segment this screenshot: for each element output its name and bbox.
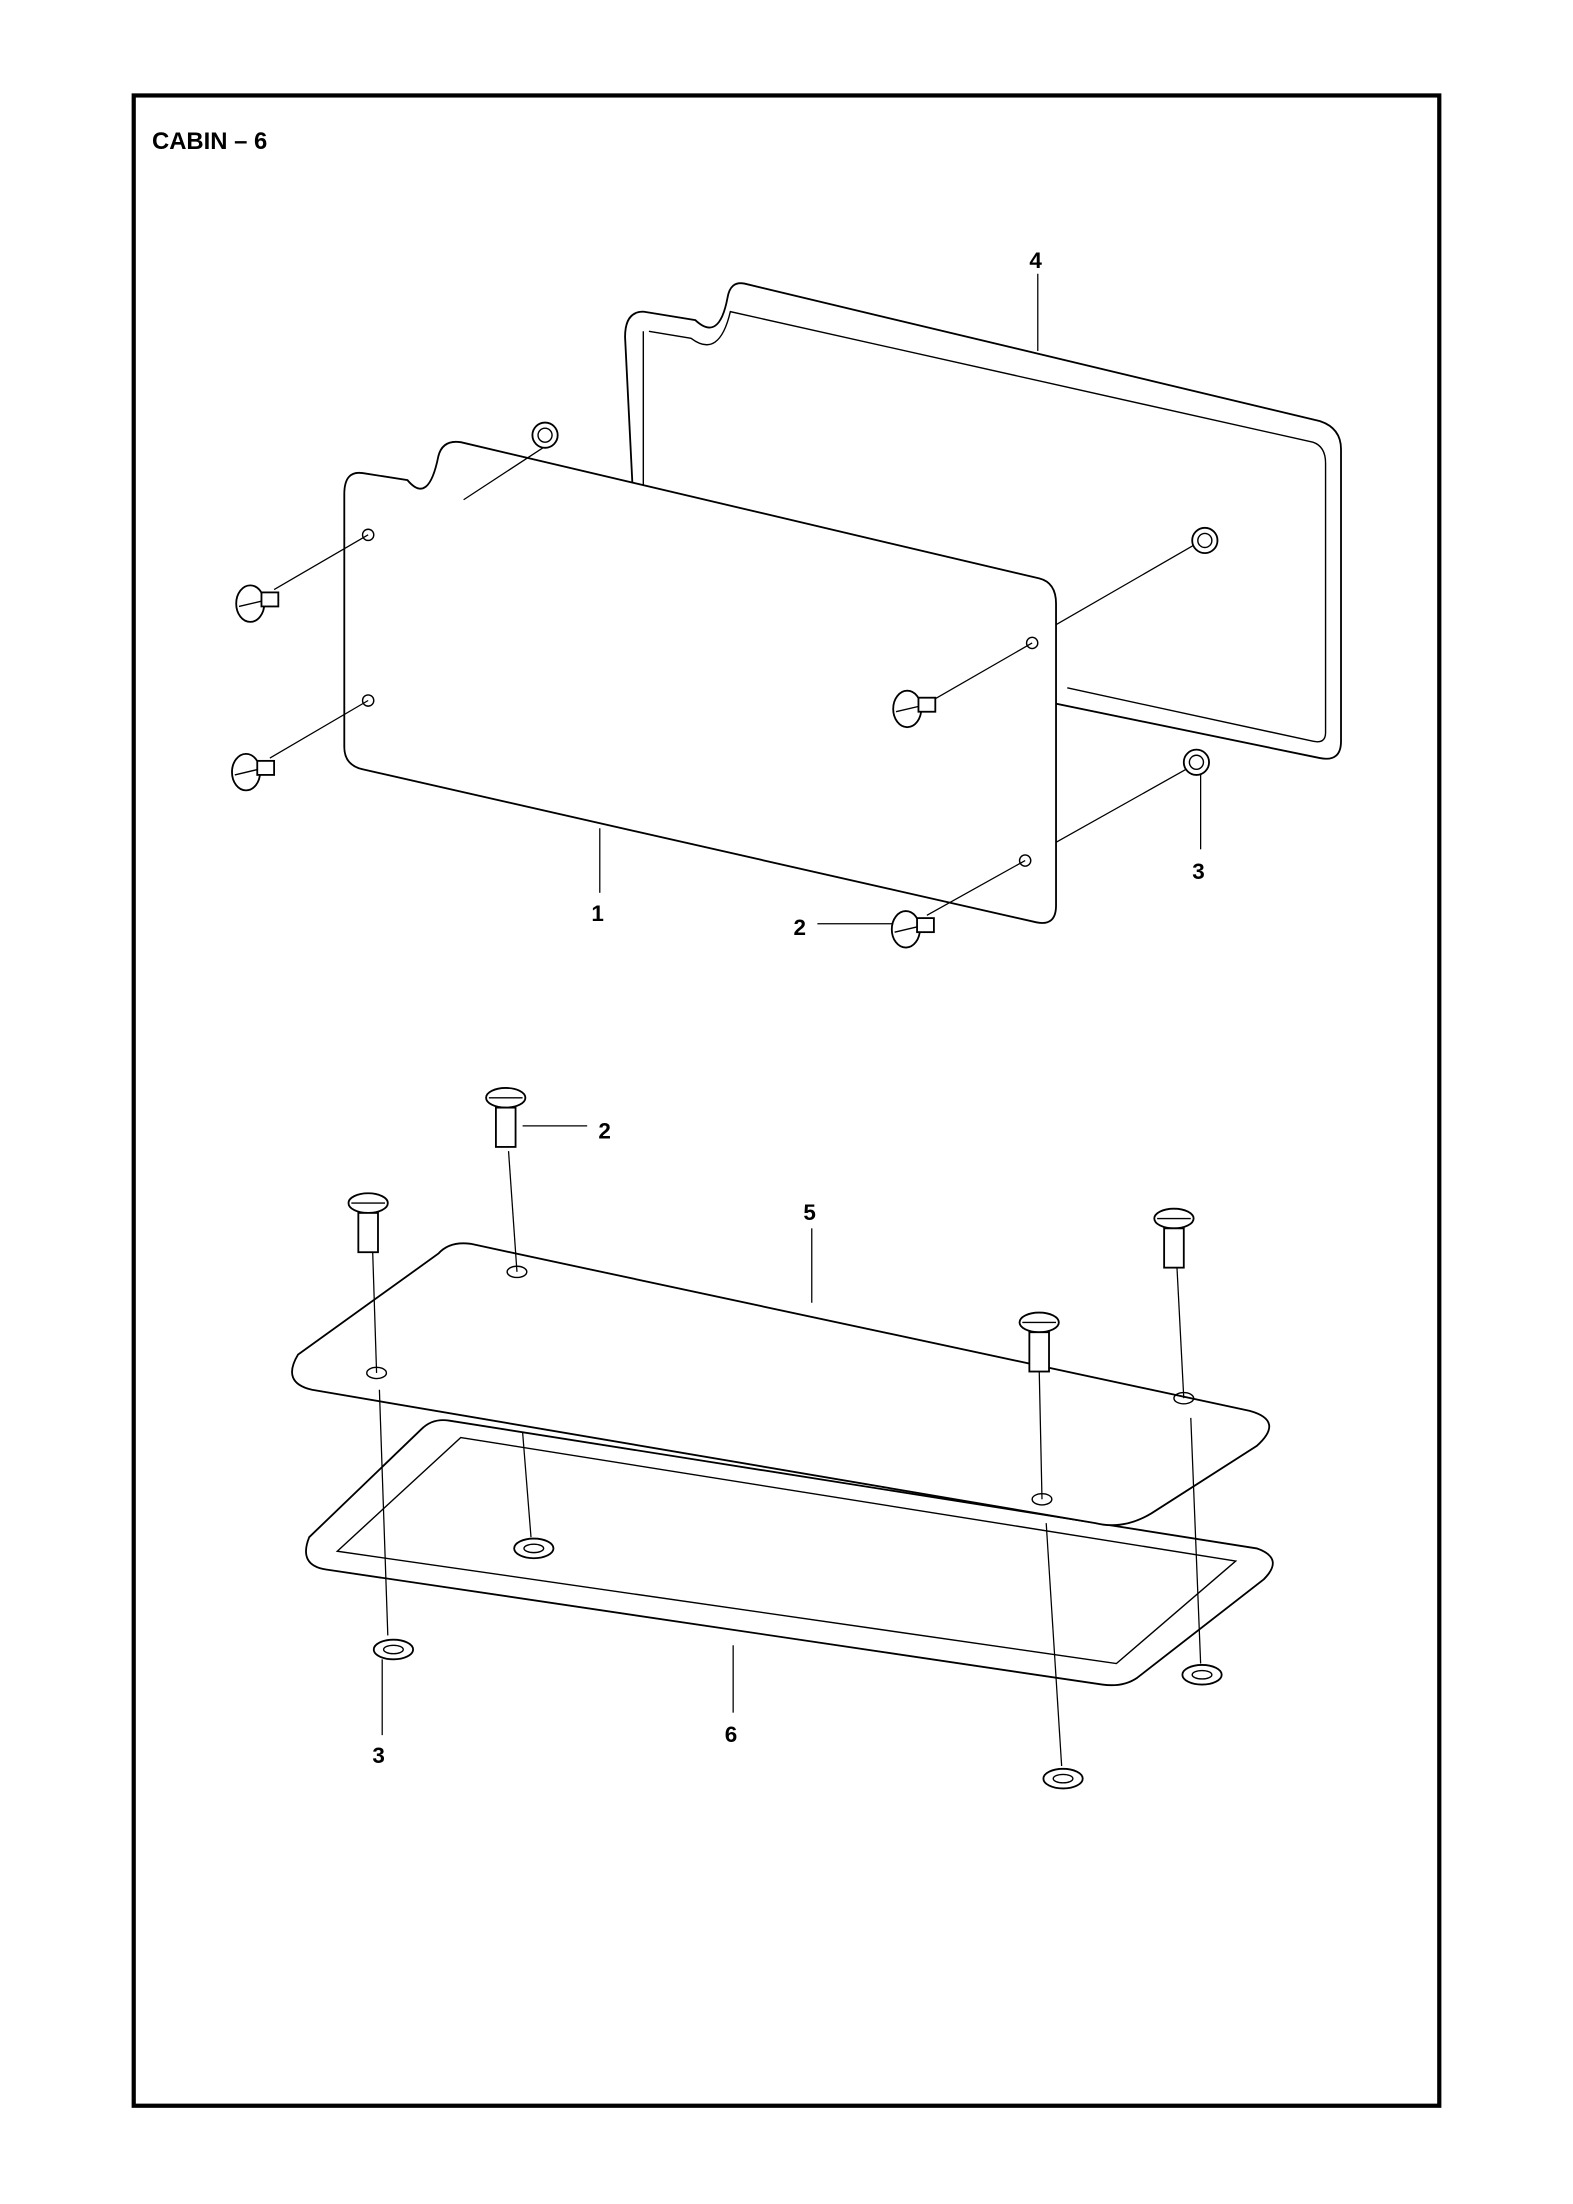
callout-4: 4	[1029, 248, 1042, 273]
washer-icon	[1191, 526, 1219, 555]
callout-3-upper: 3	[1192, 859, 1205, 884]
washer-icon	[372, 1638, 414, 1661]
screw-icon	[235, 584, 280, 623]
callout-1: 1	[591, 901, 604, 926]
screw-icon	[890, 910, 935, 949]
screw-icon	[1018, 1311, 1060, 1373]
screw-icon	[231, 752, 276, 792]
washer-icon	[513, 1537, 555, 1560]
callout-3-lower: 3	[372, 1743, 385, 1768]
callout-6: 6	[725, 1722, 737, 1747]
page-title: CABIN – 6	[152, 128, 267, 155]
callout-2-lower: 2	[598, 1118, 611, 1143]
screw-group-lower	[347, 1087, 1223, 1790]
screw-icon	[485, 1087, 527, 1148]
callout-5: 5	[803, 1200, 815, 1225]
part-1-panel	[343, 440, 1057, 924]
washer-icon	[531, 421, 559, 449]
washer-icon	[1042, 1767, 1084, 1790]
washer-icon	[1182, 748, 1210, 776]
screw-icon	[892, 689, 937, 729]
page-frame	[131, 93, 1442, 2108]
screw-icon	[347, 1192, 389, 1254]
screw-group-upper	[231, 421, 1219, 949]
part-6-gasket-frame	[305, 1419, 1274, 1687]
callout-2-upper: 2	[794, 915, 806, 940]
screw-icon	[1153, 1207, 1195, 1269]
washer-icon	[1181, 1664, 1223, 1686]
